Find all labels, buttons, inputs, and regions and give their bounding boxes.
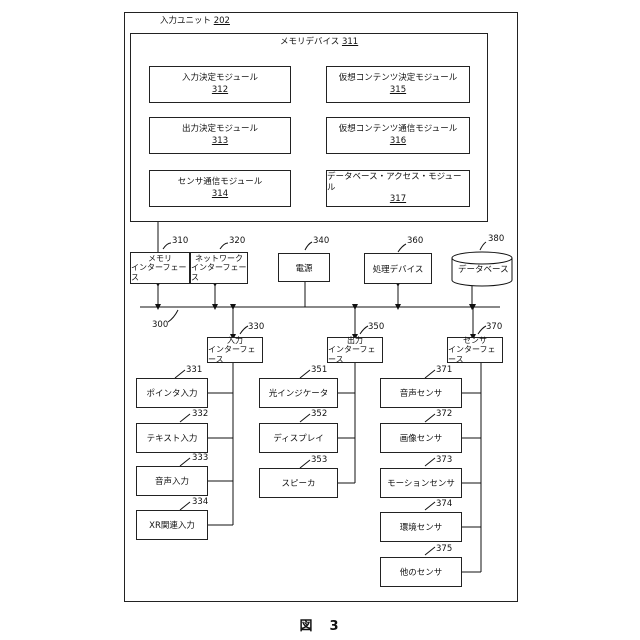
processing-device-box: 処理デバイス	[364, 253, 432, 284]
power-supply-ref: 340	[313, 236, 329, 246]
input-item-ref: 331	[186, 365, 202, 375]
module-sensor-communication: センサ通信モジュール 314	[149, 170, 291, 207]
memory-interface-line1: メモリ	[148, 254, 172, 263]
input-interface-ref: 330	[248, 322, 264, 332]
input-item-label: テキスト入力	[147, 432, 198, 444]
output-interface-line1: 出力	[347, 336, 363, 345]
input-item-pointer: ポインタ入力	[136, 378, 208, 408]
output-interface-box: 出力 インターフェース	[327, 337, 383, 363]
memory-device-title: メモリデバイス 311	[280, 38, 358, 48]
sensor-item-label: 音声センサ	[400, 387, 443, 399]
module-ref: 314	[212, 189, 228, 200]
module-ref: 312	[212, 85, 228, 96]
module-input-determination: 入力決定モジュール 312	[149, 66, 291, 103]
processing-device-ref: 360	[407, 236, 423, 246]
module-virtual-content-determination: 仮想コンテンツ決定モジュール 315	[326, 66, 470, 103]
sensor-item-label: 環境センサ	[400, 521, 443, 533]
input-unit-name: 入力ユニット	[160, 16, 211, 26]
output-item-label: 光インジケータ	[269, 387, 329, 399]
output-interface-ref: 350	[368, 322, 384, 332]
sensor-item-environment: 環境センサ	[380, 512, 462, 542]
database-label: データベース	[458, 266, 509, 276]
input-item-ref: 334	[192, 497, 208, 507]
input-item-text: テキスト入力	[136, 423, 208, 453]
input-item-label: ポインタ入力	[146, 387, 197, 399]
sensor-item-motion: モーションセンサ	[380, 468, 462, 498]
sensor-item-label: モーションセンサ	[387, 477, 455, 489]
output-item-light-indicator: 光インジケータ	[259, 378, 338, 408]
memory-device-ref: 311	[342, 37, 358, 47]
sensor-interface-line2: インターフェース	[448, 345, 502, 363]
sensor-item-ref: 373	[436, 455, 452, 465]
input-item-xr: XR関連入力	[136, 510, 208, 540]
module-output-determination: 出力決定モジュール 313	[149, 117, 291, 154]
output-item-ref: 351	[311, 365, 327, 375]
input-item-label: XR関連入力	[149, 519, 195, 531]
input-unit-ref: 202	[214, 16, 230, 26]
memory-interface-ref: 310	[172, 236, 188, 246]
sensor-item-label: 他のセンサ	[400, 566, 443, 578]
power-supply-box: 電源	[278, 253, 330, 282]
network-interface-ref: 320	[229, 236, 245, 246]
power-supply-label: 電源	[295, 262, 312, 274]
module-label: 仮想コンテンツ決定モジュール	[339, 73, 457, 84]
module-ref: 317	[390, 194, 406, 205]
network-interface-line1: ネットワーク	[195, 254, 243, 263]
network-interface-box: ネットワーク インターフェース	[190, 252, 248, 284]
memory-interface-line2: インターフェース	[131, 263, 189, 281]
memory-interface-box: メモリ インターフェース	[130, 252, 190, 284]
input-interface-box: 入力 インターフェース	[207, 337, 263, 363]
processing-device-label: 処理デバイス	[373, 263, 424, 275]
bus-ref: 300	[152, 320, 168, 330]
sensor-item-image: 画像センサ	[380, 423, 462, 453]
module-ref: 316	[390, 136, 406, 147]
module-database-access: データベース・アクセス・モジュール 317	[326, 170, 470, 207]
output-item-label: スピーカ	[281, 477, 315, 489]
sensor-interface-line1: センサ	[463, 336, 487, 345]
sensor-interface-box: センサ インターフェース	[447, 337, 503, 363]
input-item-label: 音声入力	[155, 475, 189, 487]
input-item-ref: 333	[192, 453, 208, 463]
output-item-ref: 352	[311, 409, 327, 419]
input-unit-title: 入力ユニット 202	[160, 17, 230, 27]
module-label: 仮想コンテンツ通信モジュール	[339, 124, 457, 135]
output-item-ref: 353	[311, 455, 327, 465]
output-item-speaker: スピーカ	[259, 468, 338, 498]
input-interface-line1: 入力	[227, 336, 243, 345]
input-interface-line2: インターフェース	[208, 345, 262, 363]
output-item-label: ディスプレイ	[273, 432, 323, 444]
memory-device-name: メモリデバイス	[280, 37, 339, 47]
module-label: データベース・アクセス・モジュール	[327, 172, 469, 194]
sensor-item-ref: 371	[436, 365, 452, 375]
sensor-item-audio: 音声センサ	[380, 378, 462, 408]
module-label: 入力決定モジュール	[182, 73, 258, 84]
module-ref: 315	[390, 85, 406, 96]
network-interface-line2: インターフェース	[191, 263, 247, 281]
input-item-voice: 音声入力	[136, 466, 208, 496]
input-item-ref: 332	[192, 409, 208, 419]
output-item-display: ディスプレイ	[259, 423, 338, 453]
database-ref: 380	[488, 234, 504, 244]
sensor-item-ref: 374	[436, 499, 452, 509]
sensor-item-ref: 372	[436, 409, 452, 419]
module-label: 出力決定モジュール	[182, 124, 258, 135]
sensor-item-other: 他のセンサ	[380, 557, 462, 587]
sensor-item-ref: 375	[436, 544, 452, 554]
module-virtual-content-communication: 仮想コンテンツ通信モジュール 316	[326, 117, 470, 154]
sensor-item-label: 画像センサ	[400, 432, 443, 444]
output-interface-line2: インターフェース	[328, 345, 382, 363]
sensor-interface-ref: 370	[486, 322, 502, 332]
module-label: センサ通信モジュール	[178, 177, 262, 188]
module-ref: 313	[212, 136, 228, 147]
figure-label: 図 3	[0, 615, 640, 634]
